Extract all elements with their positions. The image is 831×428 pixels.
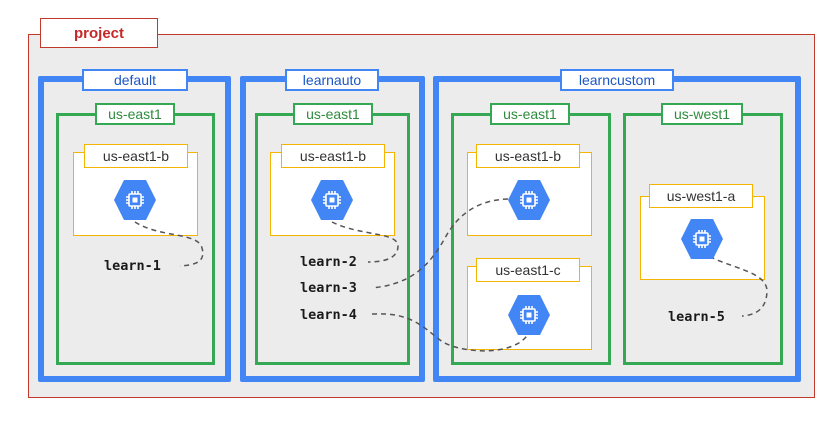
zone-label: us-west1-a (649, 184, 753, 208)
compute-engine-icon (311, 180, 353, 220)
compute-engine-icon (508, 295, 550, 335)
instance-label-learn-5: learn-5 (668, 309, 725, 325)
instance-label-learn-3: learn-3 (300, 280, 357, 296)
zone-label: us-east1-b (281, 144, 385, 168)
compute-engine-icon (508, 180, 550, 220)
zone-label: us-east1-b (476, 144, 580, 168)
network-label-default: default (82, 69, 188, 91)
network-label-learncustom: learncustom (560, 69, 674, 91)
region-label: us-east1 (95, 103, 175, 125)
instance-label-learn-4: learn-4 (300, 307, 357, 323)
zone-label: us-east1-b (84, 144, 188, 168)
region-label: us-east1 (293, 103, 373, 125)
compute-engine-icon (681, 219, 723, 259)
instance-label-learn-1: learn-1 (104, 258, 161, 274)
project-label: project (40, 18, 158, 48)
instance-label-learn-2: learn-2 (300, 254, 357, 270)
region-label: us-east1 (490, 103, 570, 125)
region-label: us-west1 (661, 103, 743, 125)
network-label-learnauto: learnauto (285, 69, 379, 91)
compute-engine-icon (114, 180, 156, 220)
zone-label: us-east1-c (476, 258, 580, 282)
